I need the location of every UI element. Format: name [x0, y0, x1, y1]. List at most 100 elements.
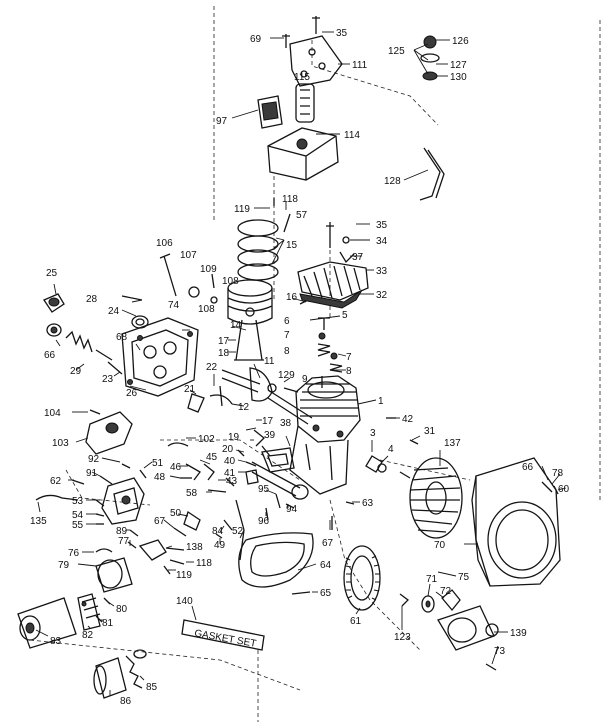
pin-31	[409, 439, 419, 445]
label-21: 21	[184, 384, 196, 395]
label-108-b: 108	[198, 304, 215, 315]
label-109: 109	[200, 264, 217, 275]
label-61: 61	[350, 616, 362, 627]
pin-58	[207, 489, 227, 493]
tappet-assembly-38	[261, 447, 295, 473]
label-9: 9	[302, 374, 308, 385]
pin-119b	[163, 565, 171, 575]
label-41: 41	[224, 468, 236, 479]
label-82: 82	[82, 630, 94, 641]
label-29: 29	[70, 366, 82, 377]
clip-76	[95, 548, 113, 553]
label-51: 51	[152, 458, 164, 469]
pin-109	[211, 273, 215, 289]
label-57: 57	[296, 210, 308, 221]
label-53: 53	[72, 496, 84, 507]
label-49: 49	[214, 540, 226, 551]
label-4: 4	[388, 444, 394, 455]
label-60: 60	[558, 484, 570, 495]
leader-lines	[35, 31, 567, 696]
label-17: 17	[218, 336, 230, 347]
label-1: 1	[378, 396, 384, 407]
seal-3	[365, 455, 383, 473]
spring-85	[125, 649, 147, 689]
label-140: 140	[176, 596, 193, 607]
gasket-set-140: GASKET SET	[181, 619, 265, 651]
label-125: 125	[388, 46, 405, 57]
block-41	[245, 469, 259, 485]
label-76: 76	[68, 548, 80, 559]
label-94: 94	[286, 504, 298, 515]
label-72: 72	[440, 586, 452, 597]
pin-57	[283, 213, 291, 233]
label-77: 77	[118, 536, 130, 547]
seal-12	[209, 394, 233, 405]
label-81: 81	[102, 618, 114, 629]
keeper-7	[318, 332, 326, 340]
line-128	[419, 147, 441, 201]
pin-95	[275, 493, 281, 509]
pin-89	[129, 529, 139, 537]
label-89: 89	[116, 526, 128, 537]
label-12: 12	[238, 402, 250, 413]
label-18: 18	[218, 348, 230, 359]
pin-94	[285, 503, 295, 509]
pin-77	[127, 541, 137, 549]
label-74: 74	[168, 300, 180, 311]
filter-115	[295, 83, 315, 123]
valve-6	[318, 317, 330, 330]
label-52: 52	[232, 526, 244, 537]
label-39: 39	[264, 430, 276, 441]
pin-51	[139, 469, 147, 479]
label-11: 11	[264, 356, 275, 367]
key-22	[219, 385, 223, 407]
line-128-edge	[427, 149, 445, 199]
breather-103	[85, 411, 133, 455]
filter-housing-83	[17, 597, 77, 649]
label-7-b: 7	[346, 352, 352, 363]
pin-84	[223, 519, 233, 531]
label-24: 24	[108, 306, 120, 317]
label-79: 79	[58, 560, 70, 571]
guide-line	[29, 639, 301, 691]
label-48: 48	[154, 472, 166, 483]
label-58: 58	[186, 488, 198, 499]
label-65: 65	[320, 588, 332, 599]
piston-14	[227, 279, 273, 325]
label-3: 3	[370, 428, 376, 439]
label-69: 69	[250, 34, 262, 45]
label-119: 119	[234, 204, 250, 215]
label-45: 45	[206, 452, 218, 463]
screw-106	[159, 253, 177, 297]
label-33: 33	[376, 266, 388, 277]
label-103: 103	[52, 438, 69, 449]
label-6: 6	[284, 316, 290, 327]
gasket-32	[299, 289, 363, 309]
cap-assembly-125	[420, 35, 440, 81]
label-67: 67	[154, 516, 166, 527]
plug-66	[46, 323, 62, 337]
label-130: 130	[450, 72, 467, 83]
spark-plug-35	[326, 222, 334, 248]
keeper-7b	[330, 352, 338, 360]
label-7: 7	[284, 330, 290, 341]
guide-line	[311, 40, 439, 126]
label-28: 28	[86, 294, 98, 305]
cylinder-block-1	[289, 375, 361, 495]
label-14: 14	[230, 320, 242, 331]
label-19: 19	[228, 432, 240, 443]
washer-34	[342, 236, 350, 244]
gasket-set-text: GASKET SET	[193, 628, 257, 650]
label-20: 20	[222, 444, 234, 455]
washer-71	[421, 595, 435, 613]
pin-91	[99, 475, 113, 485]
label-106: 106	[156, 238, 173, 249]
label-50: 50	[170, 508, 182, 519]
flywheel-137	[409, 457, 463, 539]
screw-92	[121, 463, 131, 469]
block-97	[257, 95, 283, 129]
pin-43	[225, 477, 235, 487]
label-42: 42	[402, 414, 414, 425]
label-70: 70	[434, 540, 446, 551]
